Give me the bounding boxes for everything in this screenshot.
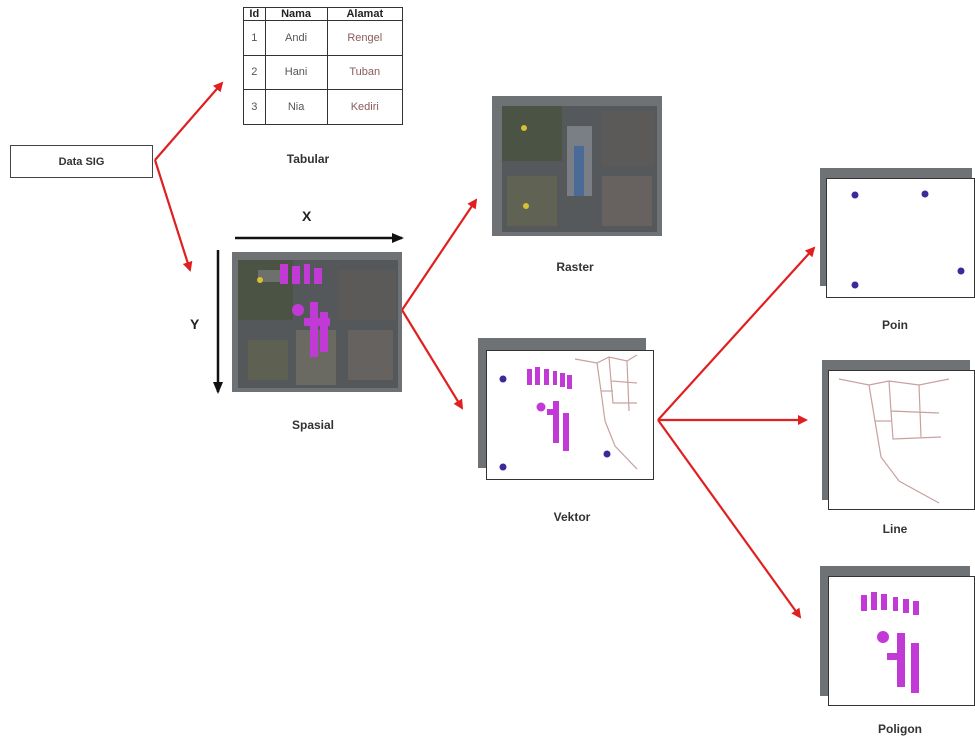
line-map-card [822, 360, 975, 510]
vektor-caption: Vektor [553, 510, 591, 524]
raster-satellite-image [502, 106, 657, 232]
road-line [890, 410, 942, 440]
table-cell-alamat: Tuban [326, 54, 404, 91]
polygon-shape [861, 595, 867, 611]
vector-point [603, 450, 611, 458]
road-line [838, 378, 950, 386]
table-cell-nama: Andi [264, 20, 328, 56]
polygon-shape [913, 601, 919, 615]
data-sig-node: Data SIG [10, 145, 153, 178]
point-layer [851, 190, 965, 289]
point-marker [851, 191, 859, 199]
table-cell-id: 1 [243, 20, 266, 56]
x-axis-label: X [302, 208, 312, 224]
table-header-alamat: Alamat [326, 7, 404, 21]
arrow-vektor-to-poin [657, 246, 816, 421]
vector-point [499, 463, 507, 471]
polygon-layer [861, 592, 919, 693]
table-cell-id: 2 [243, 54, 266, 91]
point-marker [921, 190, 929, 198]
point-marker [957, 267, 965, 275]
polygon-shape [881, 594, 887, 610]
point-marker [851, 281, 859, 289]
polygon-shape [877, 631, 889, 643]
satellite-image [238, 260, 398, 388]
poin-map-card [820, 168, 975, 298]
data-sig-label: Data SIG [58, 155, 105, 168]
arrow-root-to-spasial [153, 159, 193, 272]
table-row: 2 Hani Tuban [243, 54, 404, 91]
table-cell-id: 3 [243, 89, 266, 125]
polygon-shape [887, 653, 903, 660]
line-layer [838, 378, 950, 504]
tabular-caption: Tabular [286, 152, 330, 166]
table-row: 1 Andi Rengel [243, 20, 404, 56]
arrow-spasial-to-raster [401, 198, 478, 311]
table-header-id: Id [243, 7, 266, 21]
arrow-spasial-to-vektor [401, 309, 464, 410]
road-line [888, 380, 940, 414]
table-cell-alamat: Rengel [326, 20, 404, 56]
raster-caption: Raster [556, 260, 594, 274]
table-header-nama: Nama [264, 7, 328, 21]
vektor-map-card [478, 338, 656, 482]
vector-point [499, 375, 507, 383]
polygon-shape [893, 597, 898, 611]
table-row: 3 Nia Kediri [243, 89, 404, 125]
arrow-vektor-to-poligon [657, 419, 802, 619]
raster-image-card [492, 96, 662, 236]
tabular-table: Id Nama Alamat 1 Andi Rengel 2 Hani Tuba… [243, 7, 404, 125]
line-caption: Line [882, 522, 908, 536]
y-axis-label: Y [190, 316, 200, 332]
poligon-map-card [820, 566, 975, 708]
arrow-root-to-tabular [154, 81, 224, 161]
table-cell-alamat: Kediri [326, 89, 404, 125]
polygon-shape [911, 643, 919, 693]
table-cell-nama: Hani [264, 54, 328, 91]
poligon-caption: Poligon [878, 722, 922, 736]
polygon-shape [897, 633, 905, 687]
spasial-image-card [232, 252, 402, 392]
polygon-shape [903, 599, 909, 613]
table-header-row: Id Nama Alamat [243, 7, 404, 21]
road-line [868, 384, 940, 504]
table-cell-nama: Nia [264, 89, 328, 125]
road-line [918, 384, 922, 438]
poin-caption: Poin [882, 318, 908, 332]
polygon-shape [871, 592, 877, 610]
spasial-caption: Spasial [291, 418, 335, 432]
vector-map [499, 354, 638, 471]
